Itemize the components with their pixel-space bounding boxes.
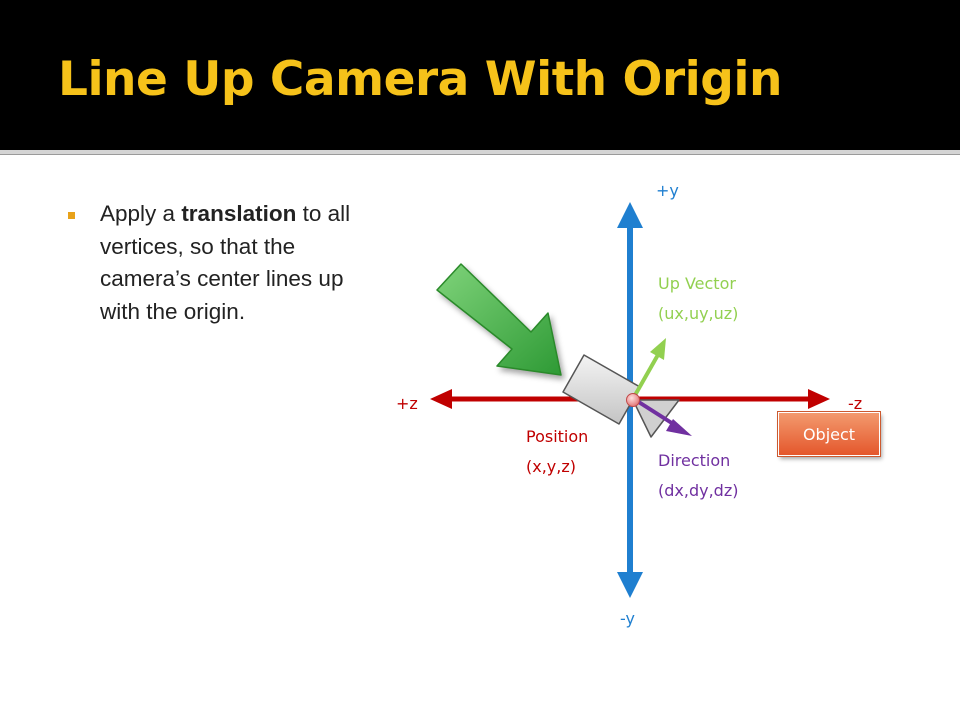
translation-arrow-icon bbox=[436, 263, 562, 376]
camera-icon bbox=[562, 354, 680, 438]
y-axis-negative-label: -y bbox=[620, 609, 635, 628]
up-vector-components: (ux,uy,uz) bbox=[658, 304, 738, 323]
up-vector-label: Up Vector bbox=[658, 274, 736, 293]
object-box: Object bbox=[778, 412, 880, 456]
direction-label: Direction bbox=[658, 451, 730, 470]
direction-arrow bbox=[632, 397, 692, 436]
z-axis-positive-label: +z bbox=[396, 394, 418, 413]
direction-components: (dx,dy,dz) bbox=[658, 481, 738, 500]
y-axis-positive-label: +y bbox=[656, 181, 679, 200]
bullet-text-after: to all vertices, so that the camera’s ce… bbox=[100, 201, 351, 324]
position-components: (x,y,z) bbox=[526, 457, 576, 476]
position-label: Position bbox=[526, 427, 588, 446]
origin-point-icon bbox=[626, 393, 640, 407]
bullet-text: Apply a translation to all vertices, so … bbox=[100, 198, 370, 328]
bullet-text-bold: translation bbox=[181, 201, 297, 226]
title-bar: Line Up Camera With Origin bbox=[0, 0, 960, 150]
object-label: Object bbox=[802, 424, 856, 444]
up-vector-arrow bbox=[632, 338, 666, 398]
page-title: Line Up Camera With Origin bbox=[58, 52, 782, 107]
title-divider bbox=[0, 150, 960, 155]
z-axis-negative-label: -z bbox=[848, 394, 862, 413]
bullet-text-before: Apply a bbox=[100, 201, 182, 226]
bullet-marker bbox=[68, 212, 75, 219]
